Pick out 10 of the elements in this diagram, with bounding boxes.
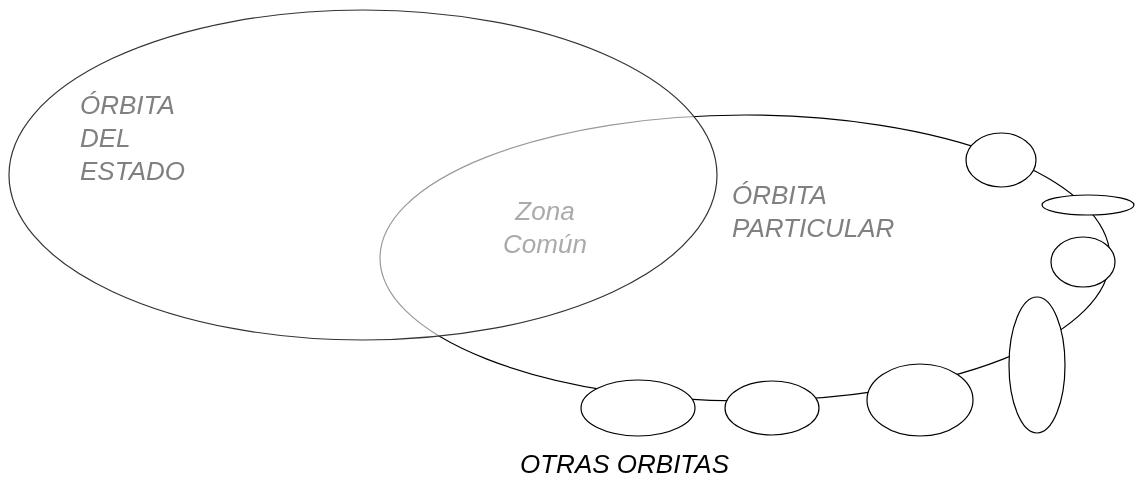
small-orbit-ellipse: [1008, 296, 1066, 434]
orbit-ellipse: [8, 9, 718, 341]
small-orbit-ellipse: [1041, 194, 1135, 216]
orbit-label: ÓRBITA DEL ESTADO: [80, 89, 186, 188]
orbit-label: ÓRBITA PARTICULAR: [732, 179, 896, 245]
zone-label: Zona Común: [502, 195, 588, 261]
group-label: OTRAS ORBITAS: [520, 448, 730, 481]
small-orbit-ellipse: [724, 380, 820, 436]
small-orbit-ellipse: [866, 363, 974, 437]
small-orbit-ellipse: [580, 379, 696, 437]
